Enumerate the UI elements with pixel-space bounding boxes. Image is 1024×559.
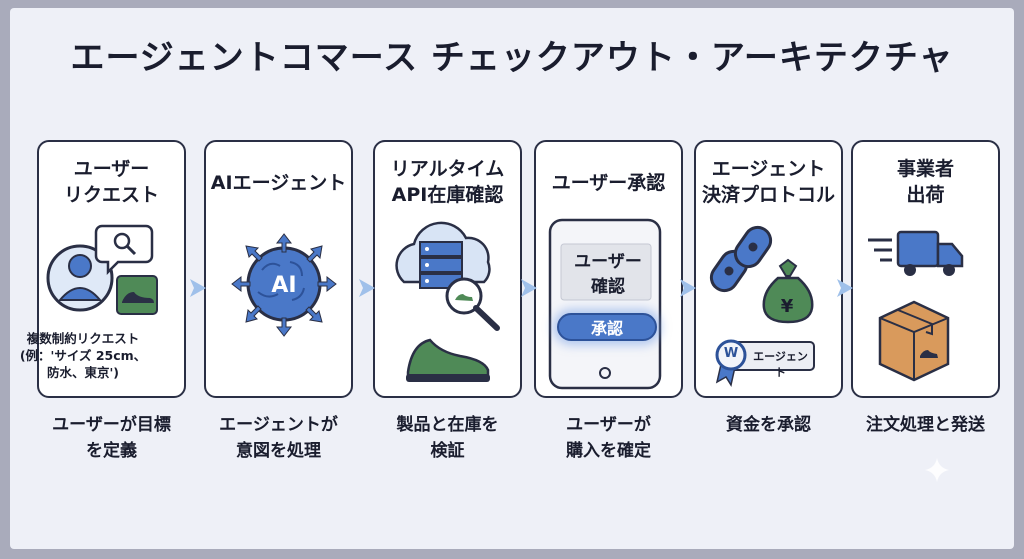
- request-note: 複数制約リクエスト (例：'サイズ 25cm、 防水、東京'): [19, 331, 147, 380]
- package-icon: [878, 300, 950, 382]
- confirm-box-title: ユーザー 確認: [574, 252, 642, 297]
- magnifier-icon: [445, 277, 500, 331]
- shoe-icon: [406, 338, 490, 382]
- step-title: ユーザー承認: [551, 172, 666, 194]
- flow-arrow-icon: [837, 279, 853, 297]
- search-icon: [94, 224, 154, 276]
- step-caption: ユーザーが 購入を確定: [566, 415, 651, 461]
- step-title: リアルタイム API在庫確認: [390, 158, 505, 206]
- approve-button[interactable]: 承認: [557, 313, 657, 341]
- sparkle-icon: [925, 458, 949, 482]
- step-caption: ユーザーが目標 を定義: [52, 415, 171, 461]
- money-bag-icon: [762, 258, 814, 324]
- step-card-ai-agent: AIエージェント: [204, 140, 353, 398]
- step-caption: エージェントが 意図を処理: [219, 415, 338, 461]
- phone-icon: [548, 218, 662, 390]
- page-title: エージェントコマース チェックアウト・アーキテクチャ: [70, 38, 954, 78]
- award-badge-icon: [715, 339, 815, 387]
- cloud-server-icon: [395, 221, 491, 289]
- step-caption: 製品と在庫を 検証: [396, 415, 499, 461]
- yen-symbol: ¥: [780, 296, 794, 317]
- shoe-icon: [116, 275, 158, 315]
- user-avatar-icon: [46, 244, 114, 312]
- flow-arrow-icon: [680, 279, 696, 297]
- step-title: 事業者 出荷: [896, 158, 954, 206]
- step-title: AIエージェント: [210, 172, 347, 194]
- chain-link-icon: [709, 225, 773, 293]
- agent-badge-label: エージェント: [753, 350, 808, 379]
- step-caption: 注文処理と発送: [866, 415, 985, 435]
- badge-initial: W: [723, 346, 739, 361]
- ai-label: AI: [271, 273, 297, 298]
- truck-icon: [868, 230, 964, 276]
- step-caption: 資金を承認: [726, 415, 811, 435]
- flow-arrow-icon: [521, 279, 537, 297]
- radiating-arrows: [231, 233, 337, 337]
- flow-arrow-icon: [190, 279, 206, 297]
- flow-arrow-icon: [359, 279, 375, 297]
- step-title: ユーザー リクエスト: [63, 158, 159, 206]
- step-title: エージェント 決済プロトコル: [701, 158, 835, 206]
